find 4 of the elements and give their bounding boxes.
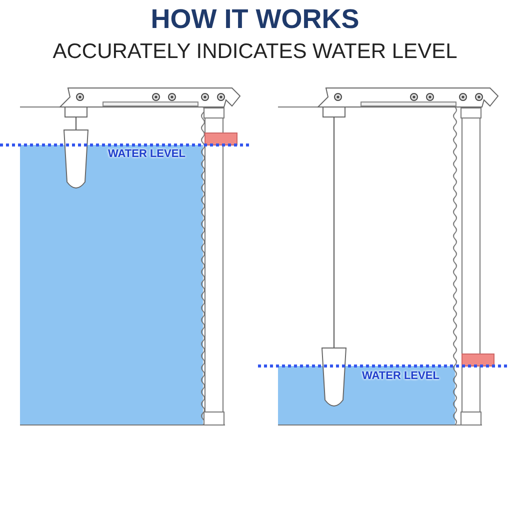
water-level-label: WATER LEVEL	[108, 148, 186, 160]
water-level-label: WATER LEVEL	[362, 370, 440, 382]
subtitle: ACCURATELY INDICATES WATER LEVEL	[52, 40, 458, 64]
title: HOW IT WORKS	[150, 4, 360, 35]
